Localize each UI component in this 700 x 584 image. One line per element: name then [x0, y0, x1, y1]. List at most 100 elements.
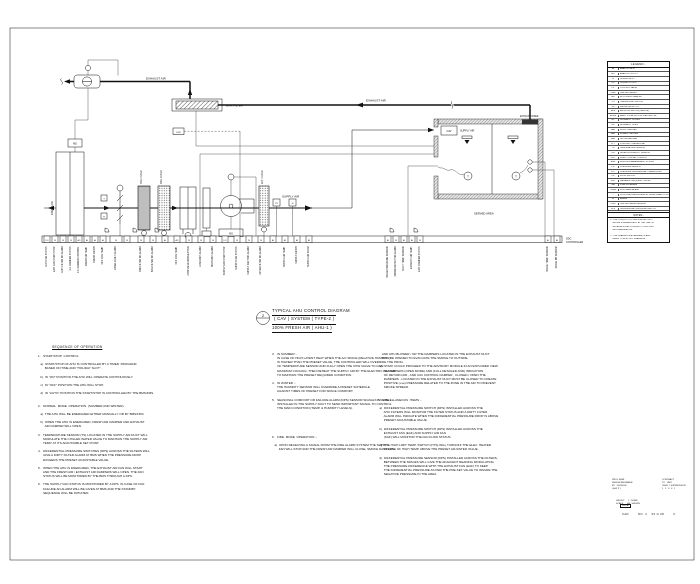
sequence-line: AIR DAMPER WILL OPEN. — [38, 424, 82, 429]
legend-abbr: PDT — [608, 170, 619, 173]
legend-desc: NORMALLY OPEN — [620, 124, 638, 127]
thermostat-label: T — [515, 175, 517, 179]
legend-row: A ALARM — [608, 198, 669, 203]
served-room: CAV SUPPLY AIR T T EXHAUST RISER SERVED … — [407, 105, 555, 236]
legend-desc: CHILLED WATER SENSOR — [620, 202, 646, 205]
sequence-col1-lines: 1. START/STOP CONTROL. a) START/STOP OF … — [38, 354, 268, 495]
sequence-line: IS HIGHER THAN THE PRESET VALUE, THE CON… — [272, 360, 404, 365]
sequence-line: 4. DIFFERENTIAL PRESSURE SWITCHES (DPS) … — [38, 449, 150, 454]
flow-arrow-icon — [305, 205, 312, 211]
io-point-tag: DI — [115, 240, 117, 242]
dps-icon — [141, 230, 147, 236]
legend-abbr: S/A — [608, 184, 619, 187]
legend-abbr: FS — [608, 175, 619, 178]
wall — [537, 118, 544, 200]
io-point-description: OFF COIL TEMP. — [102, 246, 104, 264]
drawing-title-line1: TYPICAL AHU CONTROL DIAGRAM — [272, 308, 350, 313]
sensor-icon — [85, 65, 91, 71]
sequence-line: THE MAIN CONDITION (TEMP. & HUMIDITY LEV… — [272, 405, 353, 410]
io-point-tag: AI — [547, 239, 549, 242]
io-point-box — [51, 235, 59, 243]
io-point-description: EXH. FAN START/STOP — [53, 246, 56, 272]
diffuser-icon — [461, 135, 473, 139]
legend-desc: THERMOSTAT SWITCH — [620, 100, 643, 103]
sequence-line: AND THE FRESH AIR / EXHAUST AIR DAMPERS … — [38, 469, 144, 474]
io-point-box — [221, 235, 229, 243]
sheet-frame — [9, 27, 695, 561]
sequence-line: c) IN "OFF" POSITION THE AHU WILL STOP. — [38, 382, 104, 387]
flow-arrow-icon — [64, 79, 70, 84]
io-point-description: SUPPLY AIR FLOW — [307, 246, 310, 267]
wall — [433, 175, 439, 200]
exhaust-air-path: EXHAUST AIR EXHAUST AIR EXH. FILTER DPS — [60, 59, 530, 236]
sequence-line: FAN WILL STOP AND THE FRESH AIR DAMPER W… — [272, 447, 395, 452]
aft-filter-label: AFT. FILTER — [261, 170, 264, 184]
legend-desc: SOFTWARE ALARM — [620, 189, 640, 192]
legend-notes: 1— THE CONTROL SYSTEM WIRE BE FULLY SHOW… — [608, 218, 669, 242]
io-point-tag: AI — [411, 239, 413, 242]
legend-row: SW/A SOFTWARE ALARM — [608, 188, 669, 193]
legend-desc: FLOW SWITCH — [620, 175, 635, 178]
sequence-line: 5. SEASONAL COMFORT OR FAILURE ALARM (DP… — [272, 397, 390, 402]
io-point-tag: DI — [140, 240, 142, 242]
legend-desc: ALARM — [620, 198, 628, 201]
bag-filter-icon — [157, 185, 171, 231]
legend-abbr: CV — [608, 86, 619, 89]
legend-abbr: EAF — [608, 133, 619, 136]
legend-abbr: NO — [608, 124, 619, 127]
legend-row: DI DIGITAL INPUT — [608, 77, 669, 82]
io-point-tag: AI — [164, 239, 166, 242]
legend-row: PS PRESSURE SENSOR — [608, 165, 669, 170]
io-point-tag: DI — [70, 240, 72, 242]
pre-filter-label: PRE FILTER — [140, 170, 143, 184]
io-point-box — [91, 235, 99, 243]
io-point-box — [233, 235, 241, 243]
sequence-line: TEMP. AT ITS ADJUSTABLE SET POINT. — [38, 440, 100, 445]
legend-desc: SUPPLY AIR FAN — [620, 128, 637, 131]
io-point-box — [123, 235, 131, 243]
sequence-line: TO MAINTAIN THE PRESET REQUIRED CONDITIO… — [272, 372, 352, 377]
legend-note-line: INSTALLATION ACCORDING TO SUPPLIER — [609, 225, 654, 228]
legend-abbr: AO — [608, 73, 619, 76]
io-point-description: BAG FILTER DP ALARM — [151, 246, 154, 272]
legend-note-line: SHOWN SCHEMATICALLY AT THE TIME OF — [609, 222, 654, 225]
legend-row: BMS BUILDING MANAGEMENT SYSTEM — [608, 160, 669, 166]
legend-row: BL/MS BASIC LOCAL MOTOR STARTER PNL. — [608, 114, 669, 119]
legend-desc: CHILLED WATER — [620, 91, 637, 94]
io-point-box — [43, 235, 51, 243]
drawing-title-line3: 100% FRESH AIR ( AHU-1 ) — [272, 325, 332, 334]
ddc-controller-label2: CONTROLLER — [566, 241, 583, 244]
io-point-box — [257, 235, 265, 243]
ddc-controller-label: DDC — [566, 238, 572, 241]
legend-desc: AIR FLOW SWITCH (PADDLE) — [620, 110, 649, 113]
relay-flag-icon — [389, 227, 395, 233]
io-point-box — [109, 235, 123, 243]
io-point-box — [161, 235, 169, 243]
legend-abbr: AI — [608, 68, 619, 71]
sequence-line: 2. NORMAL MODE OPERATION (SUMMER AND WIN… — [38, 403, 125, 408]
sequence-line: WILL BE OPENED TO EVACUATE THE SMOKE TO … — [377, 356, 469, 361]
detail-ref-number: 2 — [262, 313, 265, 318]
date-label: DATE — [620, 503, 631, 509]
thermostat-label: T — [467, 175, 469, 179]
io-point-tag: DI — [126, 240, 128, 242]
legend-row: CHW CHILLED WATER — [608, 91, 669, 96]
io-point-box — [416, 235, 424, 243]
pre-filter-icon — [137, 185, 151, 231]
io-point-description: DUCT TEMP. SENSOR — [403, 246, 405, 270]
exhaust-riser-label: EXHAUST RISER — [520, 115, 539, 118]
sequence-column-2: 3. IN SUMMER :- IN CASE OF HIGH LATENT H… — [272, 352, 432, 451]
cav-label: CAV — [447, 130, 452, 133]
io-point-description: SUPPLY FAN START/STOP — [223, 246, 226, 275]
ahu-train: T H PRE FILTER BAG FILTER MS — [84, 127, 434, 239]
wall — [437, 193, 543, 200]
sequence-line: PRESET ADJUSTABLE VALUE. — [377, 418, 428, 423]
sequence-line: SMOKE SPREAD. — [377, 385, 409, 390]
io-point-description: SUPPLY AIR TEMP. — [283, 246, 286, 267]
io-point-box — [305, 235, 313, 243]
sequence-line: BETWEEN THE SPACES WILL GIVE THE ADJACEN… — [377, 459, 494, 464]
legend-desc: PROPOSED BMS WIRING EXTENSION AND CONTRO… — [620, 193, 669, 196]
sensor-icon — [527, 159, 533, 165]
legend-row: CWS CHILLED WATER SENSOR — [608, 202, 669, 207]
cav-box — [440, 125, 458, 136]
